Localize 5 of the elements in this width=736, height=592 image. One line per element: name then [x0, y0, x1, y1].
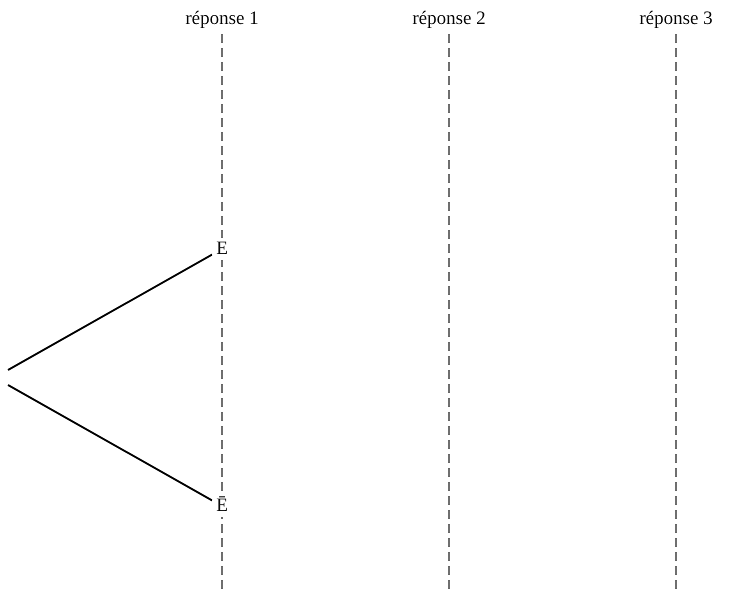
tree-branch: [8, 254, 213, 371]
tree-branch: [8, 384, 213, 502]
column-heading: réponse 1: [185, 8, 259, 30]
column-heading: réponse 2: [412, 8, 486, 30]
column-heading: réponse 3: [639, 8, 713, 30]
